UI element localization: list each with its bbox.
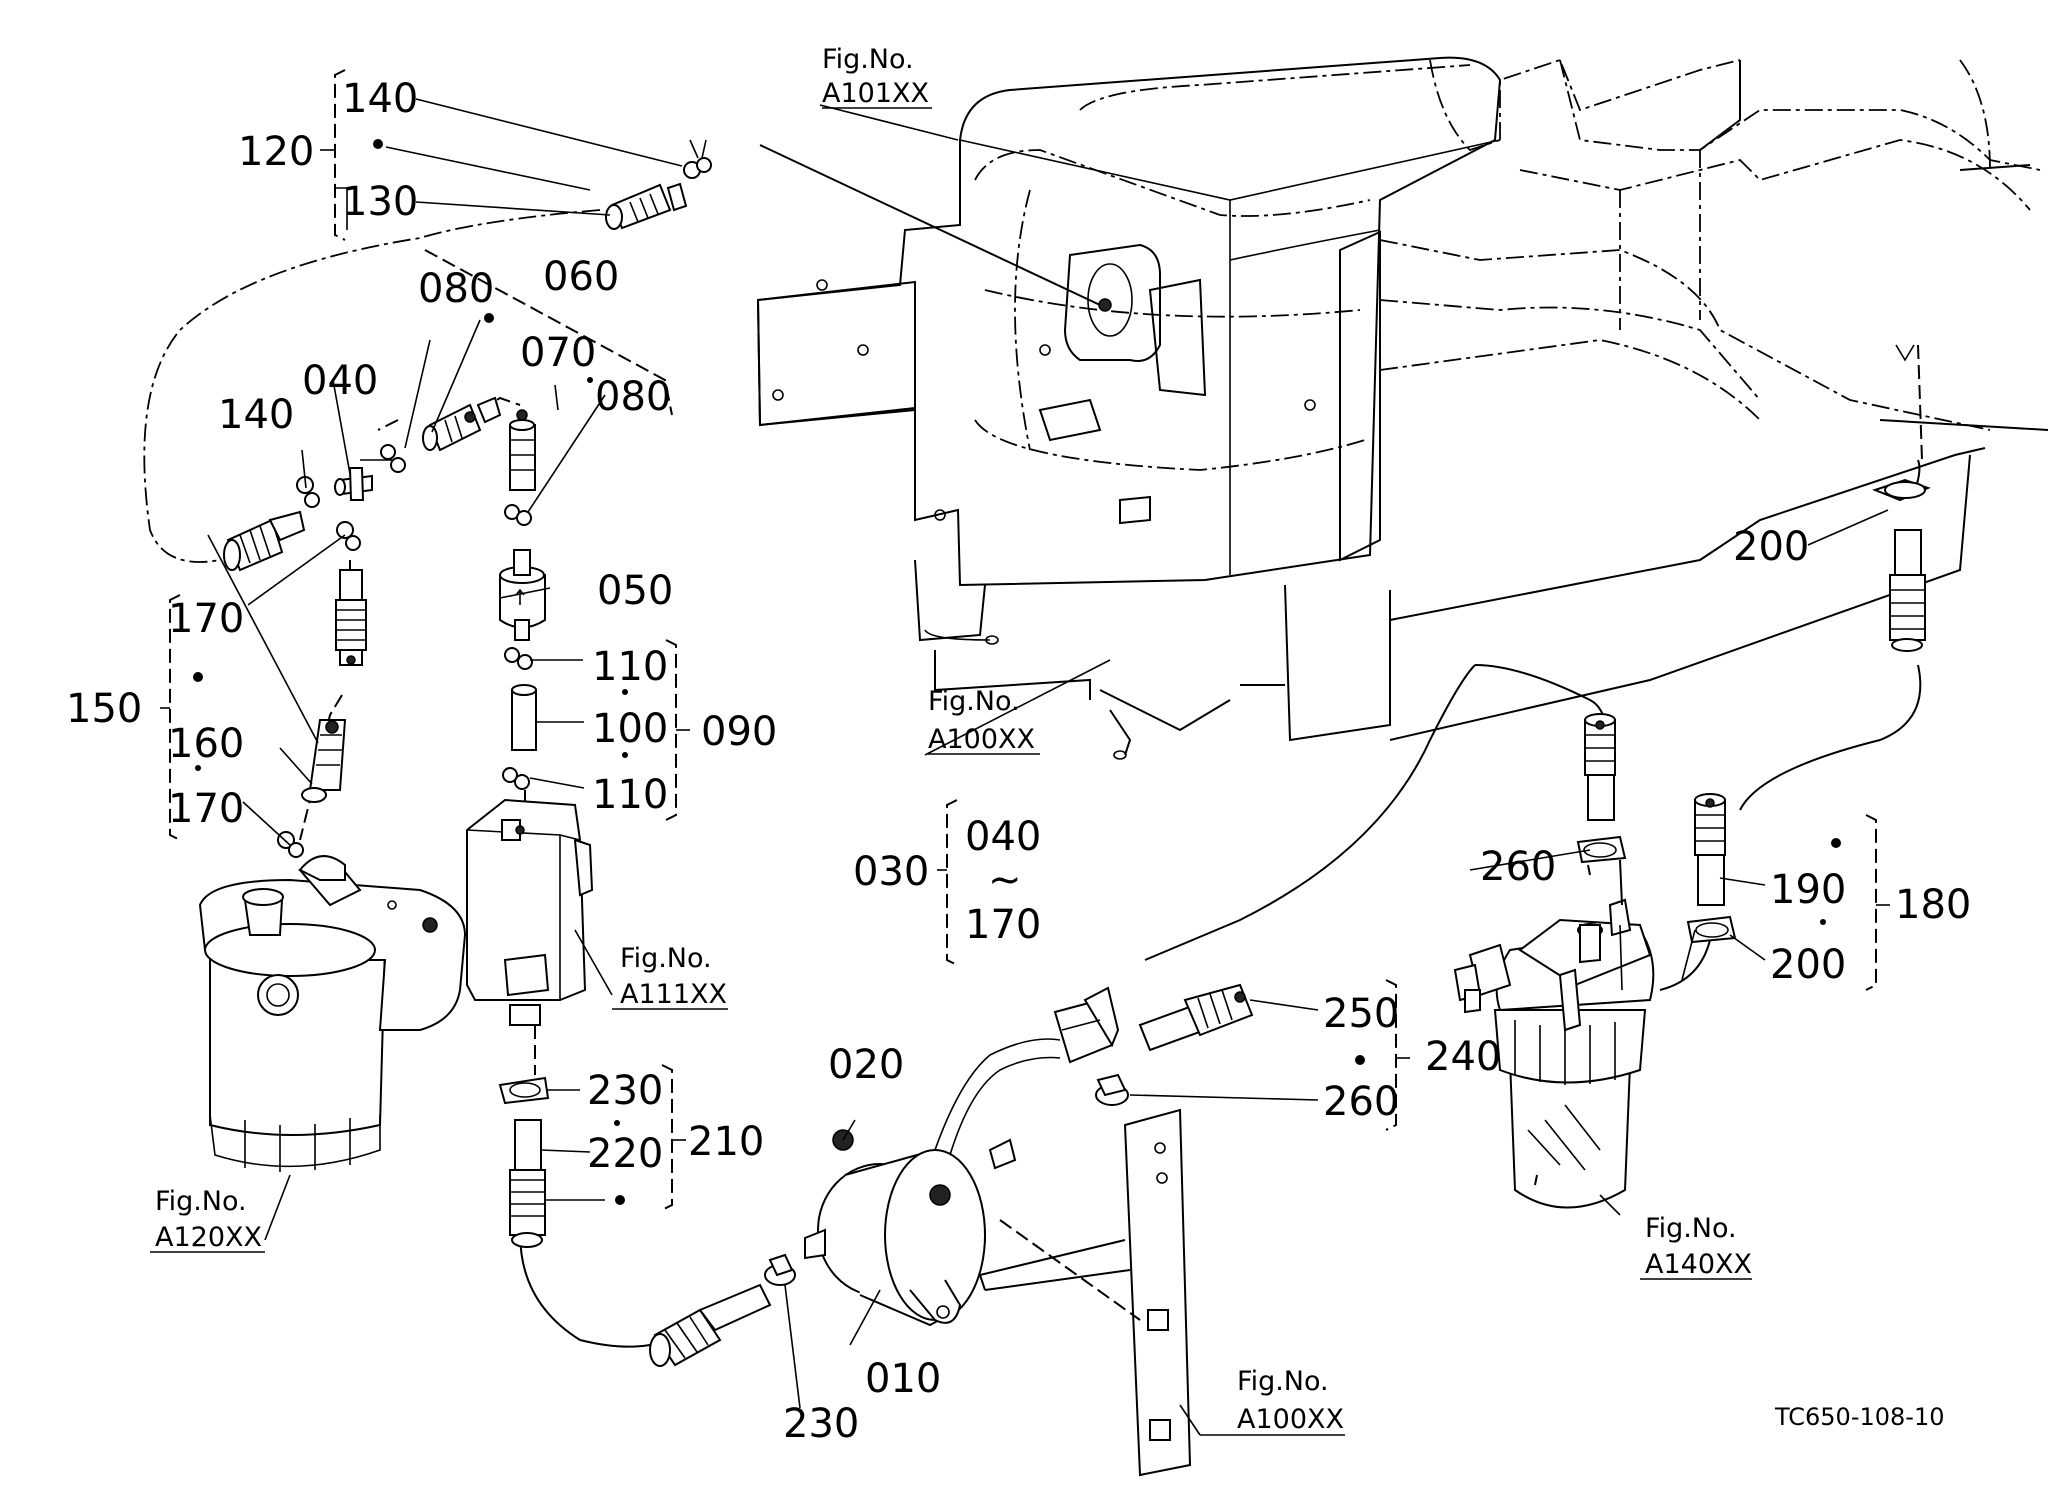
- label-070: 070: [520, 330, 596, 376]
- label-080-lower: 080: [595, 374, 671, 420]
- label-150: 150: [66, 686, 142, 732]
- clip-170-lower: [277, 831, 304, 858]
- label-230-upper: 230: [587, 1068, 663, 1114]
- fitting-080-upper: [422, 396, 502, 452]
- pipe-100: [511, 684, 537, 751]
- clamp-230-lower: [764, 1253, 796, 1286]
- hose-240-upper: [1584, 713, 1616, 821]
- label-060: 060: [543, 254, 619, 300]
- label-040-range: 040: [965, 814, 1041, 860]
- injection-pump-a111: [466, 798, 594, 1026]
- hose-200-top: [1872, 344, 1931, 652]
- clip-170-upper: [336, 521, 361, 551]
- fuel-filter-a120: [198, 855, 467, 1172]
- label-170-lower: 170: [168, 786, 244, 832]
- label-220: 220: [587, 1131, 663, 1177]
- label-160: 160: [168, 721, 244, 767]
- label-120: 120: [238, 129, 314, 175]
- label-050: 050: [597, 568, 673, 614]
- label-190: 190: [1770, 867, 1846, 913]
- fig-ref-a140-title: Fig.No.: [1645, 1213, 1737, 1244]
- tee-fitting-040: [334, 467, 373, 501]
- fig-ref-a101-code: A101XX: [822, 78, 929, 109]
- fig-ref-a120-code: A120XX: [155, 1222, 262, 1253]
- hose-250: [1138, 983, 1254, 1052]
- label-020: 020: [828, 1042, 904, 1088]
- label-010: 010: [865, 1356, 941, 1402]
- clip-140-left: [296, 476, 320, 508]
- tractor-body-outline: [1379, 58, 2048, 431]
- label-040: 040: [302, 358, 378, 404]
- clip-110-lower: [502, 767, 530, 790]
- fig-ref-a100-top-code: A100XX: [928, 724, 1035, 755]
- fig-ref-a100-bottom-title: Fig.No.: [1237, 1366, 1329, 1397]
- fig-ref-a111-code: A111XX: [620, 979, 727, 1010]
- fig-ref-a111-title: Fig.No.: [620, 943, 712, 974]
- label-200-lower: 200: [1770, 942, 1846, 988]
- label-170-range: 170: [965, 902, 1041, 948]
- clamp-230-upper: [498, 1076, 550, 1105]
- label-tilde: ~: [988, 857, 1022, 903]
- hose-220: [509, 1119, 546, 1248]
- label-140-top: 140: [342, 76, 418, 122]
- label-130: 130: [342, 179, 418, 225]
- label-110-lower: 110: [592, 772, 668, 818]
- label-170-upper: 170: [168, 596, 244, 642]
- label-080-upper: 080: [418, 266, 494, 312]
- fuel-pump-010: [804, 986, 1120, 1327]
- label-230-lower: 230: [783, 1401, 859, 1447]
- fig-ref-a100-bottom-code: A100XX: [1237, 1404, 1344, 1435]
- part-labels: 140 120 130 080 060 070 080 040 140 170 …: [66, 76, 1971, 1447]
- label-240: 240: [1425, 1034, 1501, 1080]
- label-200-top: 200: [1733, 524, 1809, 570]
- label-110-upper: 110: [592, 644, 668, 690]
- clip-110-upper: [504, 647, 533, 670]
- hose-end-left: [223, 510, 306, 572]
- clip-080-lower: [504, 504, 532, 526]
- fuel-tank: [756, 56, 1986, 760]
- fitting-070: [509, 409, 536, 491]
- water-separator-a140: [1453, 898, 1655, 1209]
- hose-segment-150: [335, 569, 367, 666]
- label-140-left: 140: [218, 392, 294, 438]
- label-210: 210: [688, 1119, 764, 1165]
- fig-ref-a101-title: Fig.No.: [822, 44, 914, 75]
- pump-bracket: [979, 1108, 1192, 1477]
- grouping-dots: [193, 139, 1841, 1205]
- clamp-260-upper: [1576, 835, 1627, 864]
- drawing-code: TC650-108-10: [1774, 1403, 1945, 1431]
- label-180: 180: [1895, 882, 1971, 928]
- clip-140-top: [683, 139, 712, 179]
- label-030: 030: [853, 849, 929, 895]
- label-090: 090: [701, 709, 777, 755]
- label-260-upper: 260: [1480, 844, 1556, 890]
- hose-pump-inlet: [649, 1283, 772, 1367]
- fuel-strainer-050: [499, 549, 546, 641]
- figure-references: Fig.No. A101XX Fig.No. A100XX Fig.No. A1…: [150, 44, 1752, 1436]
- clamp-260-lower: [1095, 1073, 1129, 1106]
- fitting-130: [605, 182, 688, 230]
- fig-ref-a120-title: Fig.No.: [155, 1186, 247, 1217]
- clip-080-upper: [380, 444, 406, 473]
- clamp-200-lower: [1686, 915, 1737, 944]
- leader-lines: [207, 98, 1889, 1436]
- label-260-lower: 260: [1323, 1079, 1399, 1125]
- fig-ref-a140-code: A140XX: [1645, 1249, 1752, 1280]
- fitting-160: [301, 719, 347, 803]
- label-100: 100: [592, 706, 668, 752]
- label-250: 250: [1323, 991, 1399, 1037]
- group-brackets: [160, 69, 1890, 1211]
- hose-190: [1694, 793, 1726, 906]
- fig-ref-a100-top-title: Fig.No.: [928, 686, 1020, 717]
